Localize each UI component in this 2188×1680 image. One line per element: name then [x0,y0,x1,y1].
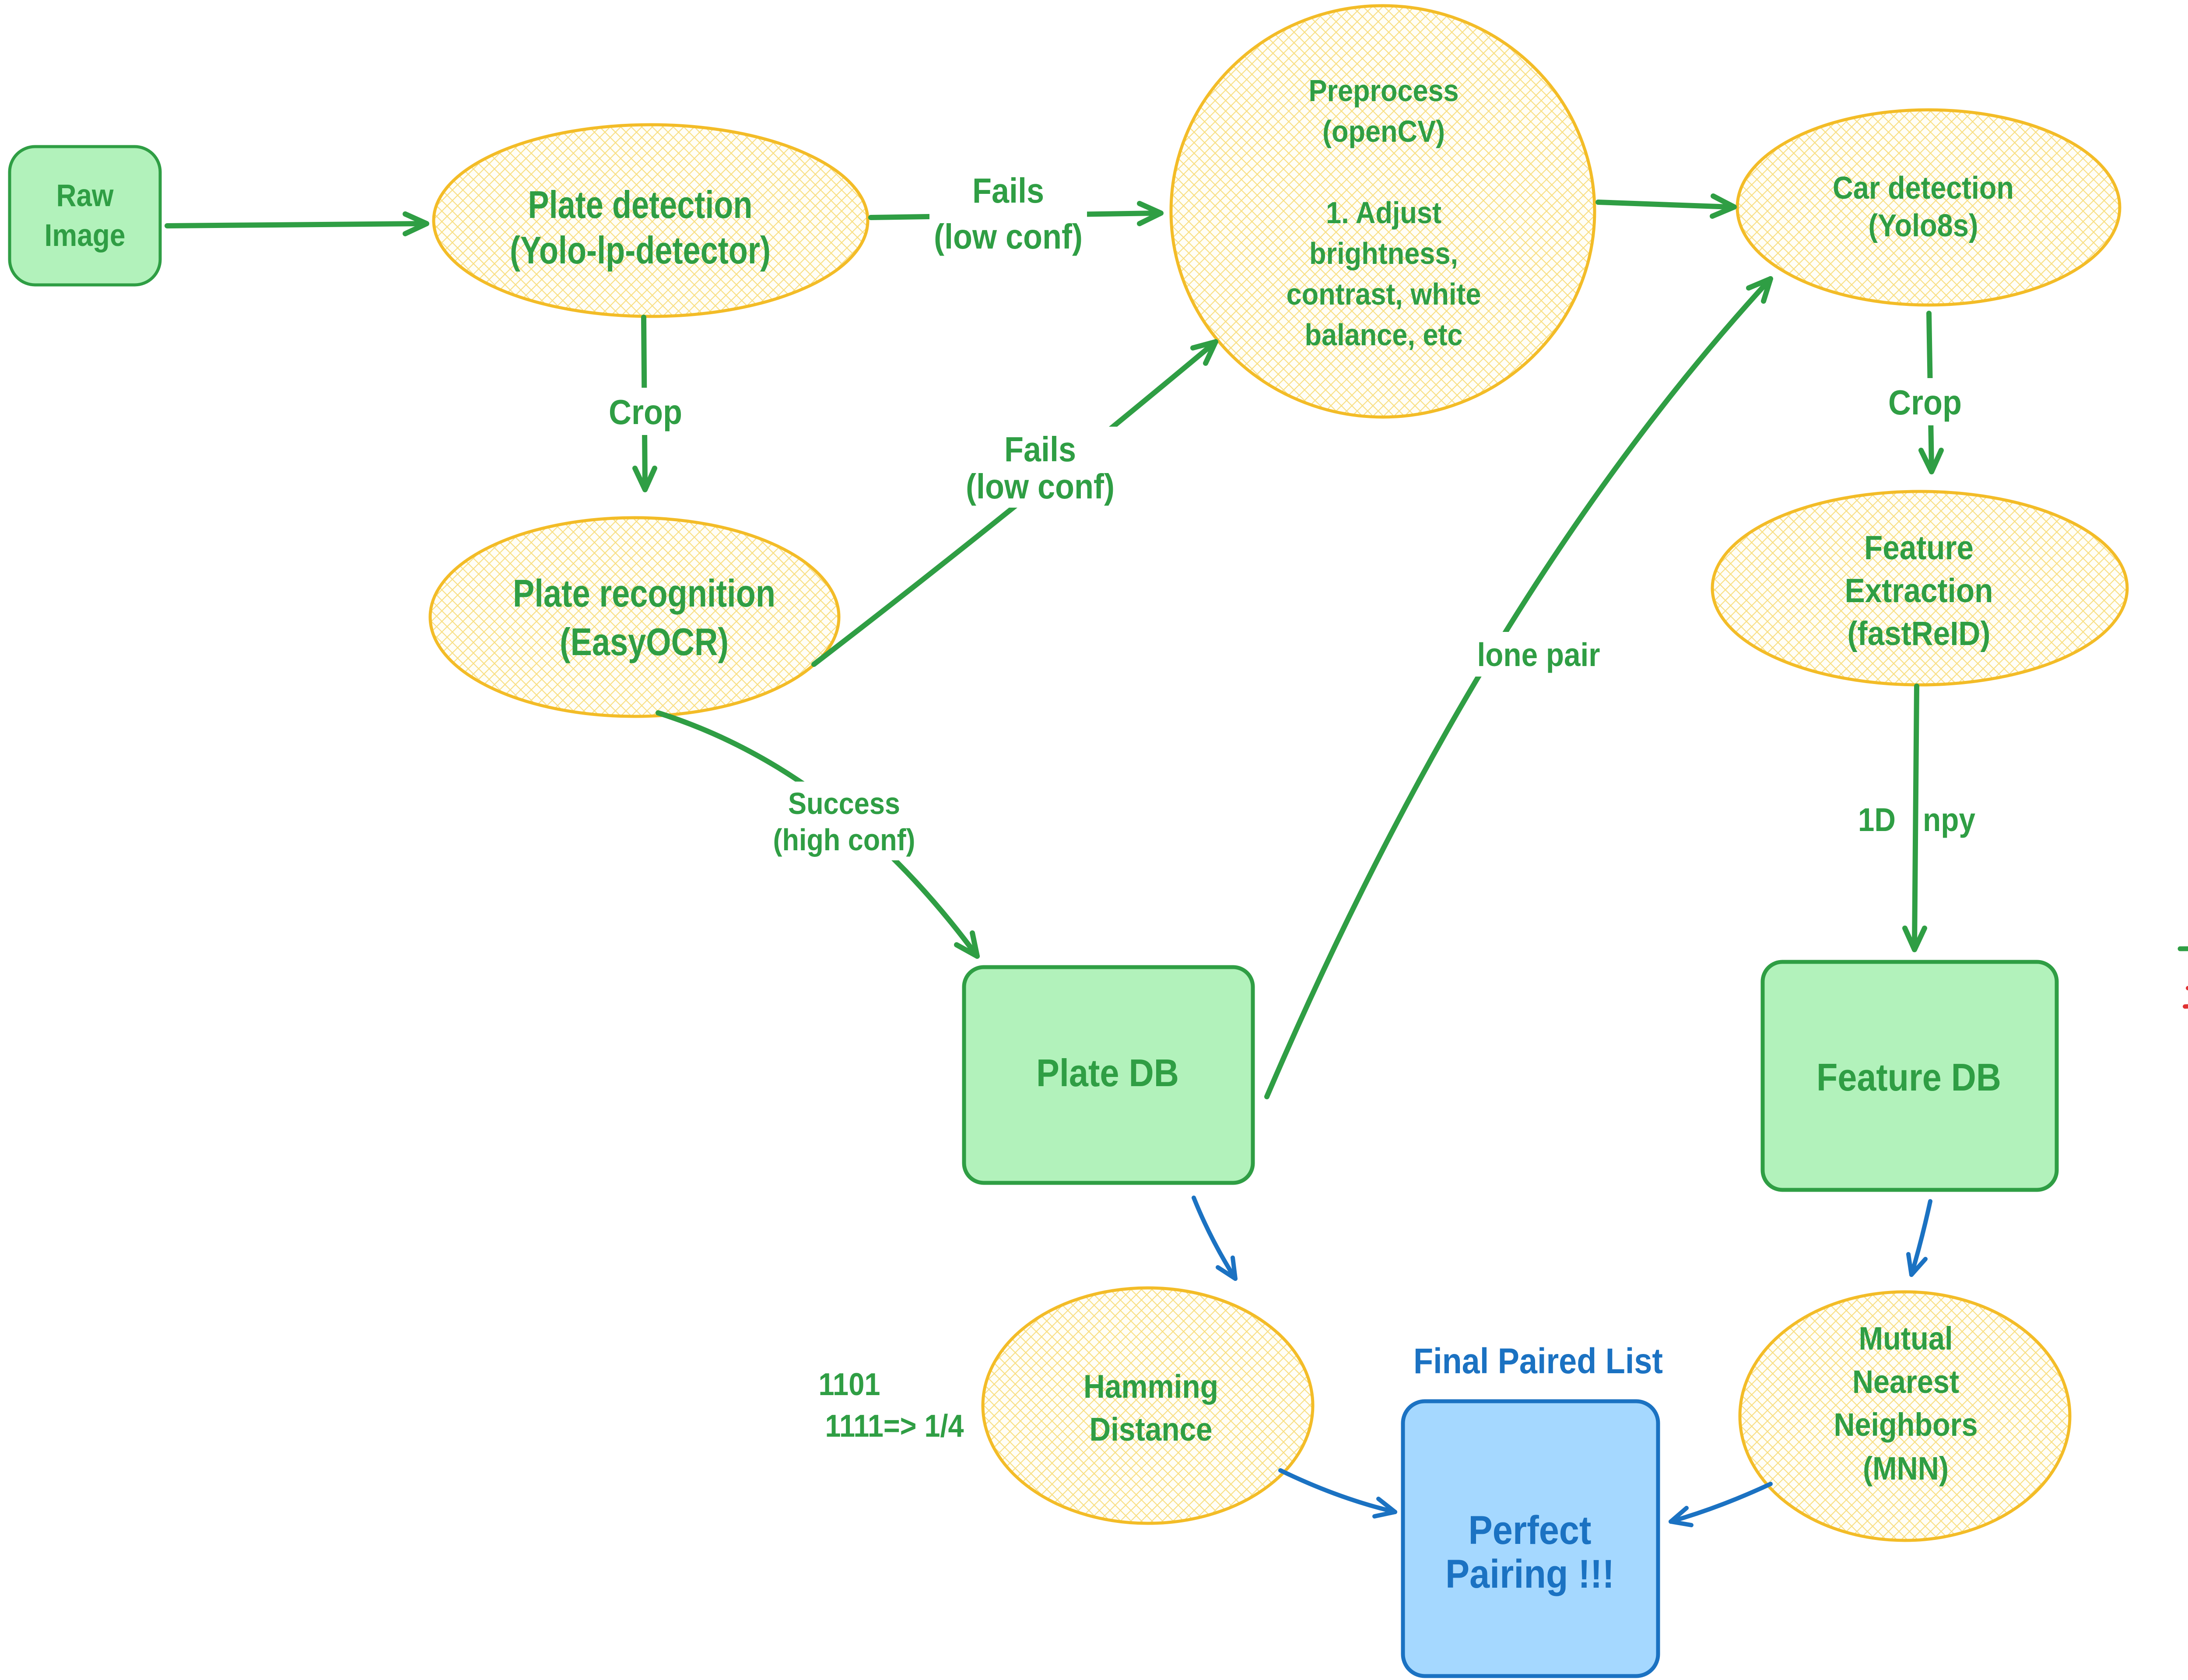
svg-text:Crop: Crop [1888,383,1962,422]
svg-text:Plate DB: Plate DB [1036,1051,1179,1094]
svg-text:Nearest: Nearest [1852,1364,1959,1400]
svg-text:Extraction: Extraction [1845,572,1993,610]
svg-text:1101: 1101 [819,1367,880,1402]
svg-text:(openCV): (openCV) [1322,114,1445,148]
svg-text:npy: npy [1923,801,1975,838]
svg-text:Perfect: Perfect [1469,1508,1592,1553]
svg-text:lone pair: lone pair [1477,636,1600,673]
svg-text:Hamming: Hamming [1083,1368,1218,1405]
svg-text:Feature: Feature [1864,529,1974,567]
svg-text:Raw: Raw [56,179,114,213]
svg-text:Neighbors: Neighbors [1834,1406,1978,1443]
svg-text:contrast, white: contrast, white [1287,277,1481,311]
svg-text:(Yolo8s): (Yolo8s) [1869,208,1978,243]
svg-text:Mutual: Mutual [1859,1320,1953,1357]
svg-text:Preprocess: Preprocess [1309,74,1459,108]
svg-text:1D: 1D [1858,801,1896,838]
svg-text:(EasyOCR): (EasyOCR) [560,620,729,663]
svg-text:(MNN): (MNN) [1863,1450,1949,1487]
svg-text:balance, etc: balance, etc [1305,318,1463,352]
svg-text:Success: Success [788,786,900,821]
svg-text:Crop: Crop [609,393,682,431]
svg-text:Pairing !!!: Pairing !!! [1445,1552,1614,1596]
svg-text:Fails: Fails [1004,430,1076,469]
svg-text:(high conf): (high conf) [773,823,915,857]
svg-text:brightness,: brightness, [1309,236,1458,270]
svg-text:Plate detection: Plate detection [528,183,753,226]
svg-text:1111=> 1/4: 1111=> 1/4 [825,1409,964,1444]
svg-text:Fails: Fails [972,171,1044,210]
svg-text:(Yolo-lp-detector): (Yolo-lp-detector) [510,228,771,272]
svg-text:(fastReID): (fastReID) [1848,615,1991,652]
svg-text:1. Adjust: 1. Adjust [1326,196,1441,230]
svg-text:Car detection: Car detection [1833,171,2014,206]
svg-text:Feature DB: Feature DB [1816,1056,2001,1099]
svg-text:Image: Image [45,218,126,253]
svg-text:(low conf): (low conf) [966,467,1115,506]
svg-text:(low conf): (low conf) [934,217,1083,256]
svg-text:Plate recognition: Plate recognition [513,572,775,615]
svg-text:Distance: Distance [1090,1411,1213,1448]
svg-text:Final Paired List: Final Paired List [1413,1341,1663,1381]
